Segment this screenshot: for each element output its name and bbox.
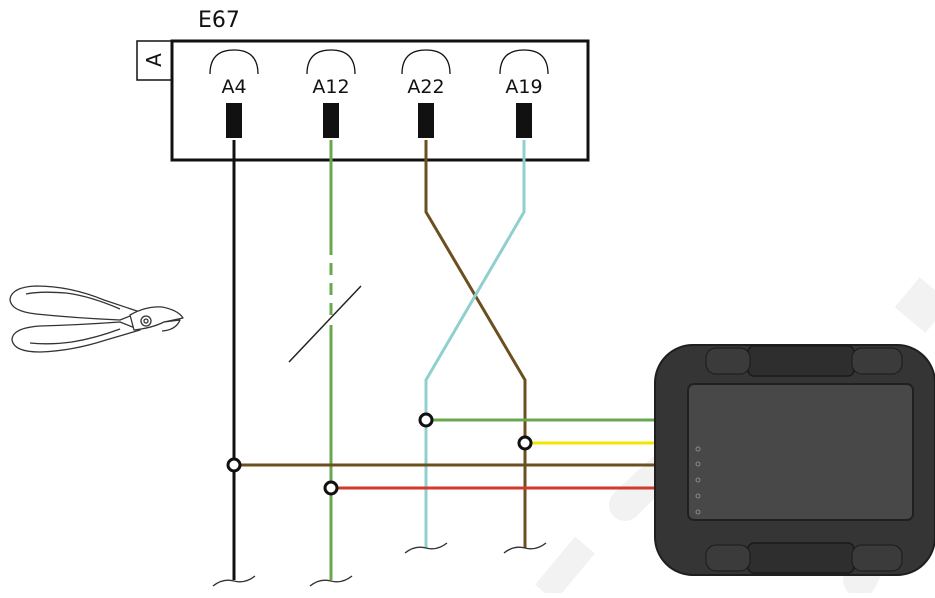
pin-socket-icon xyxy=(499,49,549,75)
wire-end-mark xyxy=(212,575,256,587)
connector-housing xyxy=(170,39,590,162)
connector-side-tab: A xyxy=(136,40,173,81)
wires xyxy=(212,140,655,587)
pin-socket-icon xyxy=(209,49,259,75)
pin-label: A12 xyxy=(312,76,349,98)
pin-socket-icon xyxy=(401,49,451,75)
pin-terminal xyxy=(323,103,339,138)
pin-terminal xyxy=(226,103,242,138)
splice-point xyxy=(517,435,533,451)
pin-socket-icon xyxy=(306,49,356,75)
wire-end-mark xyxy=(404,542,448,554)
status-led-dots xyxy=(695,446,701,515)
wire-end-mark xyxy=(309,575,353,587)
pin-a19: A19 xyxy=(499,49,549,138)
cut-mark xyxy=(288,285,362,363)
splice-point xyxy=(323,480,339,496)
connector-side-label: A xyxy=(142,53,166,67)
splice-point xyxy=(418,412,434,428)
splice-points xyxy=(226,412,533,496)
pin-label: A4 xyxy=(221,76,246,98)
wire-end-mark xyxy=(503,542,547,554)
side-cutter-pliers-icon xyxy=(9,285,184,353)
interface-module-box xyxy=(654,344,935,576)
pin-label: A19 xyxy=(505,76,542,98)
pin-terminal xyxy=(516,103,532,138)
pin-label: A22 xyxy=(407,76,444,98)
pin-a4: A4 xyxy=(209,49,259,138)
connector-id: E67 xyxy=(198,8,240,33)
pin-a12: A12 xyxy=(306,49,356,138)
pin-terminal xyxy=(418,103,434,138)
splice-point xyxy=(226,457,242,473)
pin-a22: A22 xyxy=(401,49,451,138)
